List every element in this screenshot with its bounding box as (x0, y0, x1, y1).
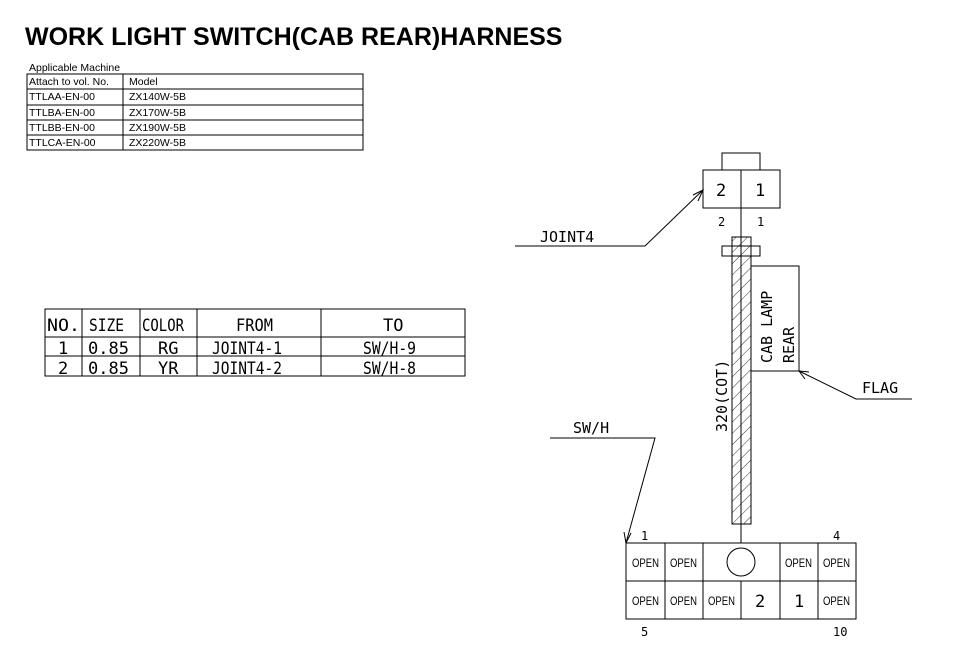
flag-text-2: REAR (780, 326, 798, 363)
wire-to: SW/H-8 (363, 359, 416, 379)
header-size: SIZE (89, 316, 124, 336)
wire-from: JOINT4-1 (212, 339, 282, 359)
header-to: TO (383, 316, 403, 336)
cavity-open: OPEN (823, 556, 850, 570)
pin-label-10: 10 (833, 625, 847, 639)
cavity-1: 1 (794, 592, 804, 612)
header-color: COLOR (142, 316, 185, 336)
wire-from: JOINT4-2 (212, 359, 282, 379)
cavity-open: OPEN (670, 594, 697, 608)
model: ZX220W-5B (129, 137, 186, 149)
header-no: NO. (47, 316, 80, 336)
tube-clamp (721, 245, 761, 257)
wire-no: 1 (58, 339, 68, 359)
joint4-label: JOINT4 (540, 228, 594, 246)
page-title: WORK LIGHT SWITCH(CAB REAR)HARNESS (25, 23, 562, 51)
flag-text-1: CAB LAMP (758, 291, 776, 363)
cavity-1: 1 (755, 181, 765, 201)
wire-table: NO. SIZE COLOR FROM TO 1 0.85 RG JOINT4-… (44, 308, 466, 379)
applicable-machine-table: Applicable Machine Attach to vol. No. Mo… (26, 62, 364, 151)
cavity-open: OPEN (823, 594, 850, 608)
joint4-leader (515, 189, 704, 247)
pin-2: 2 (718, 215, 725, 229)
model: ZX170W-5B (129, 107, 186, 119)
swh-connector: OPEN OPEN OPEN OPEN OPEN OPEN OPEN 2 1 O… (625, 529, 857, 639)
key-circle (726, 547, 756, 577)
arrow-icon (797, 370, 810, 380)
vol-no: TTLBB-EN-00 (29, 122, 95, 134)
pin-label-5: 5 (641, 625, 648, 639)
cavity-open: OPEN (632, 594, 659, 608)
wire-color: YR (158, 359, 179, 379)
wire-size: 0.85 (88, 359, 129, 379)
wire-to: SW/H-9 (363, 339, 416, 359)
cavity-open: OPEN (670, 556, 697, 570)
model: ZX140W-5B (129, 91, 186, 103)
wire-no: 2 (58, 359, 68, 379)
flag-box (750, 265, 800, 372)
cavity-2: 2 (755, 592, 765, 612)
wire-color: RG (158, 339, 178, 359)
flag-leader (798, 370, 912, 400)
cavity-open: OPEN (785, 556, 812, 570)
header-attach: Attach to vol. No. (29, 76, 109, 88)
flag-label: FLAG (862, 379, 898, 397)
cavity-open: OPEN (632, 556, 659, 570)
cavity-2: 2 (716, 181, 726, 201)
header-from: FROM (236, 316, 273, 336)
model: ZX190W-5B (129, 122, 186, 134)
header-model: Model (129, 76, 158, 88)
arrow-icon (692, 188, 705, 202)
pin-label-1: 1 (641, 529, 648, 543)
vol-no: TTLBA-EN-00 (29, 107, 95, 119)
swh-label: SW/H (573, 419, 609, 437)
swh-leader (550, 437, 656, 544)
wire-size: 0.85 (88, 339, 129, 359)
applicable-label: Applicable Machine (29, 62, 120, 74)
cavity-open: OPEN (708, 594, 735, 608)
pin-1: 1 (757, 215, 764, 229)
pin-label-4: 4 (833, 529, 840, 543)
tube-label: 320(COT) (713, 360, 731, 432)
vol-no: TTLCA-EN-00 (29, 137, 96, 149)
vol-no: TTLAA-EN-00 (29, 91, 95, 103)
